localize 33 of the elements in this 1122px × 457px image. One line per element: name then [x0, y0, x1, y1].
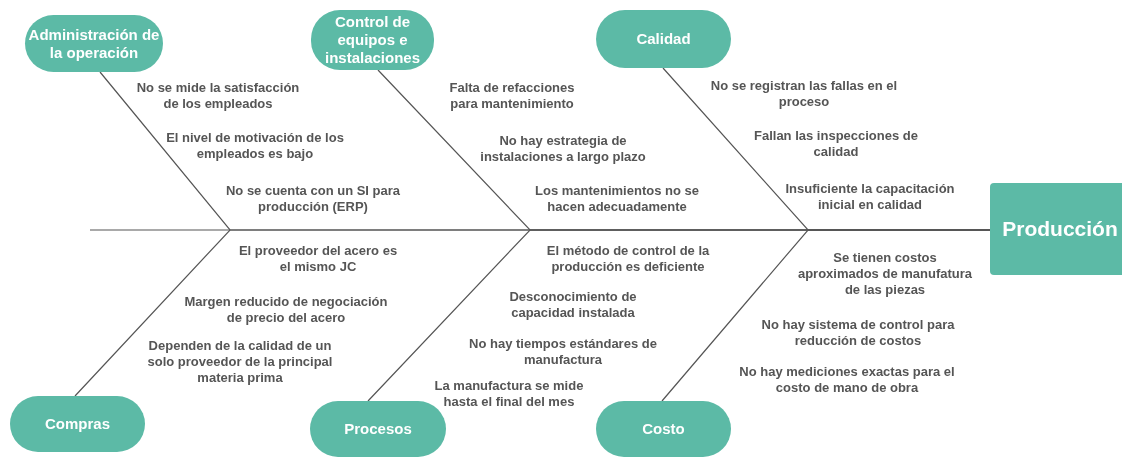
cause-text: No hay estrategia de instalaciones a largo plazo [479, 133, 647, 165]
category-box [596, 401, 731, 457]
cause-text: Desconocimiento de capacidad instalada [508, 289, 638, 321]
category-title: Procesos [344, 420, 412, 438]
category-box [10, 396, 145, 452]
cause-text: Dependen de la calidad de un solo proveedor de la principal materia prima [146, 338, 334, 386]
cause-text: El nivel de motivación de los empleados es bajo [165, 130, 345, 162]
cause-text: Margen reducido de negociación de precio del acero [183, 294, 389, 326]
cause-text: Falta de refacciones para mantenimiento [448, 80, 576, 112]
cause-text: No se cuenta con un SI para producción (ERP) [224, 183, 402, 215]
category-title: Compras [45, 415, 110, 433]
effect-box [990, 183, 1122, 275]
cause-text: Se tienen costos aproximados de manufatura de las piezas [797, 250, 973, 298]
cause-text: Los mantenimientos no se hacen adecuadamente [534, 183, 700, 215]
cause-text: No hay mediciones exactas para el costo de mano de obra [738, 364, 956, 396]
category-box [310, 401, 446, 457]
category-title: Calidad [636, 30, 691, 48]
cause-text: No se mide la satisfacción de los empleados [135, 80, 301, 112]
cause-text: No hay sistema de control para reducción de costos [760, 317, 956, 349]
cause-text: No hay tiempos estándares de manufactura [468, 336, 658, 368]
cause-text: No se registran las fallas en el proceso [709, 78, 899, 110]
cause-text: El método de control de la producción es deficiente [545, 243, 711, 275]
category-box [25, 15, 163, 72]
category-title: Costo [642, 420, 685, 438]
cause-text: El proveedor del acero es el mismo JC [237, 243, 399, 275]
cause-text: Fallan las inspecciones de calidad [753, 128, 919, 160]
category-box [596, 10, 731, 68]
category-box [311, 10, 434, 70]
category-title: Administración de la operación [27, 25, 161, 62]
cause-text: Insuficiente la capacitación inicial en calidad [784, 181, 956, 213]
effect-title: Producción [1002, 216, 1118, 242]
category-title: Control de equipos e instalaciones [323, 13, 421, 67]
cause-text: La manufactura se mide hasta el final del mes [434, 378, 584, 410]
